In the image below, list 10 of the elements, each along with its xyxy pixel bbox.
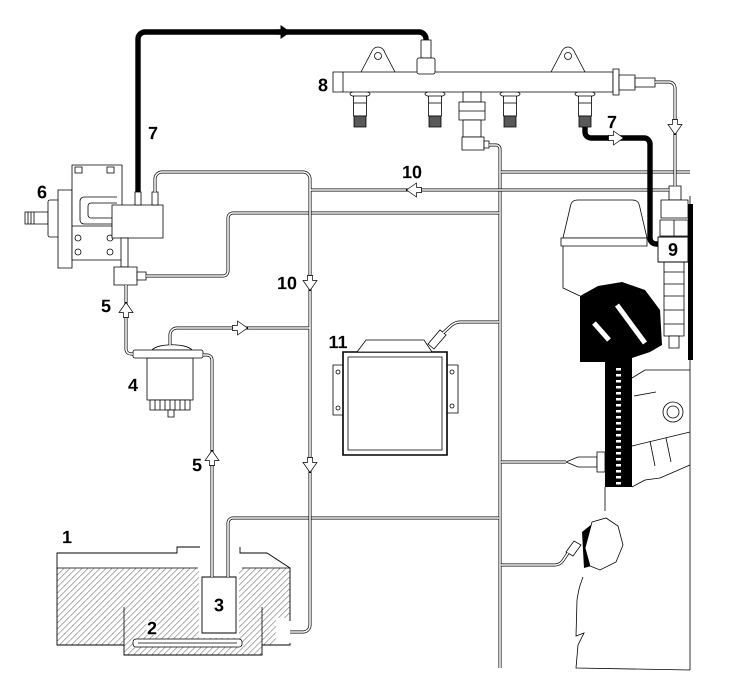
node-label: 4 xyxy=(128,378,138,392)
callout-number: 2 xyxy=(146,621,158,635)
callout-number: 7 xyxy=(606,115,618,129)
node-label: 9 xyxy=(668,243,678,256)
callout-number: 5 xyxy=(100,299,112,313)
callout-number: 8 xyxy=(318,78,328,92)
node-label: 6 xyxy=(38,186,46,198)
callout-number: 10 xyxy=(401,165,423,179)
callout-number: 5 xyxy=(191,458,203,472)
callout-number: 1 xyxy=(63,530,72,544)
